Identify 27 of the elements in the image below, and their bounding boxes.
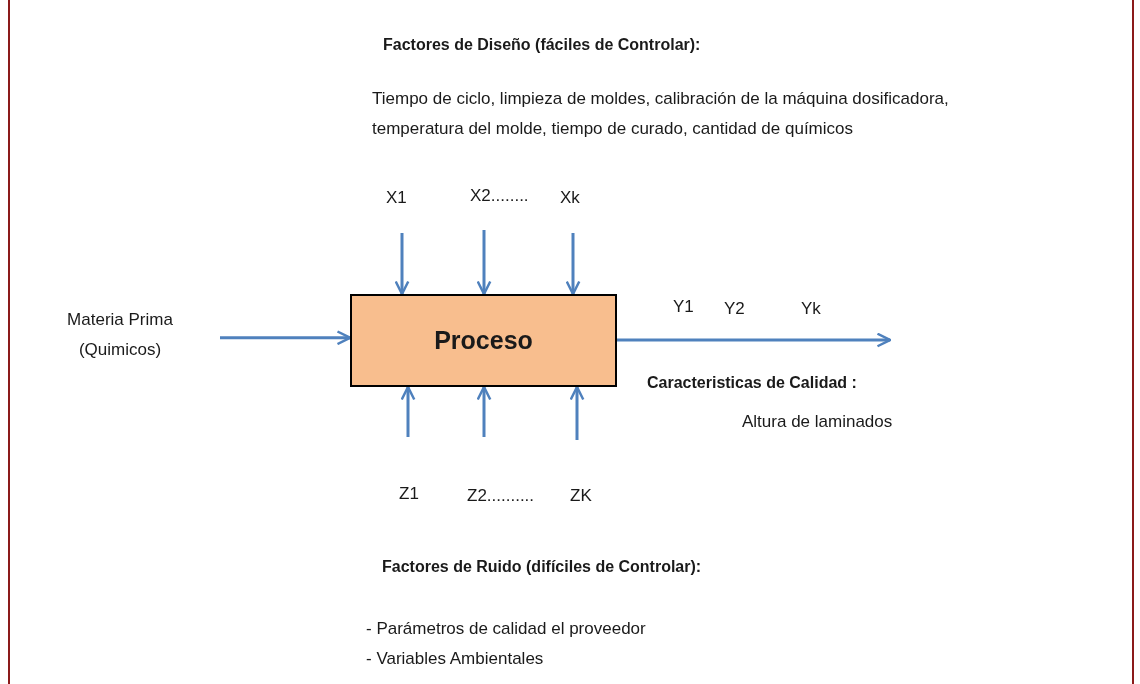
variable-label: X1 bbox=[386, 187, 407, 209]
variable-label: Y1 bbox=[673, 296, 694, 318]
arrow bbox=[569, 385, 585, 440]
process-label: Proceso bbox=[434, 324, 533, 356]
heading: Factores de Ruido (difíciles de Controlar): bbox=[382, 557, 702, 577]
arrow bbox=[400, 385, 416, 437]
input-label: Materia Prima (Quimicos) bbox=[66, 309, 174, 361]
variable-label: X2........ bbox=[470, 185, 529, 207]
arrow bbox=[476, 230, 492, 296]
heading: Factores de Diseño (fáciles de Controlar): bbox=[383, 35, 701, 55]
variable-label: Yk bbox=[801, 298, 821, 320]
arrow bbox=[617, 332, 892, 348]
arrow bbox=[394, 233, 410, 296]
output-text: Altura de laminados bbox=[742, 411, 893, 433]
variable-label: Xk bbox=[560, 187, 580, 209]
variable-label: Z1 bbox=[399, 483, 419, 505]
variable-label: Z2.......... bbox=[467, 485, 535, 507]
arrow bbox=[476, 385, 492, 437]
variable-label: Y2 bbox=[724, 298, 745, 320]
list-item: - Parámetros de calidad el proveedor bbox=[366, 618, 646, 640]
arrow bbox=[565, 233, 581, 296]
list-item: - Variables Ambientales bbox=[366, 648, 544, 670]
heading: Caracteristicas de Calidad : bbox=[647, 373, 857, 393]
variable-label: ZK bbox=[570, 485, 592, 507]
factor-list: Tiempo de ciclo, limpieza de moldes, calibración de la máquina dosificadora, temperatura del molde, tiempo de curado, cantidad de químicos bbox=[372, 84, 1022, 144]
process-box bbox=[350, 294, 617, 387]
arrow bbox=[220, 330, 352, 346]
